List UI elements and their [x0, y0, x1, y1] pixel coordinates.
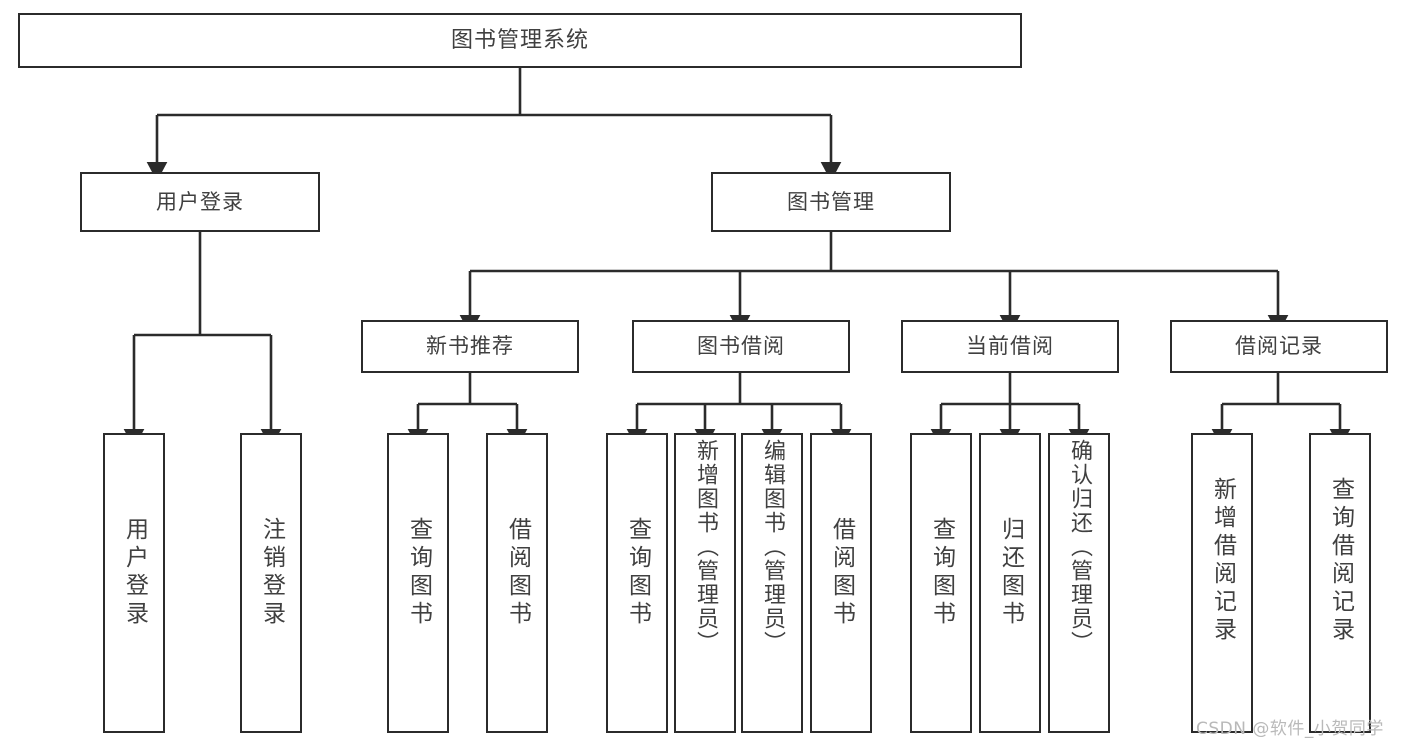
- node-label: 用户登录: [121, 517, 148, 629]
- node-label: 借阅记录: [1235, 334, 1323, 359]
- leaf-record-query-borrow-record[interactable]: 查询借阅记录: [1309, 433, 1371, 733]
- node-label: 查询借阅记录: [1327, 477, 1354, 645]
- node-label: 新增借阅记录: [1209, 477, 1236, 645]
- node-label: 确认归还（管理员）: [1067, 439, 1092, 655]
- node-new-book-recommend[interactable]: 新书推荐: [361, 320, 579, 373]
- node-label: 查询图书: [624, 517, 651, 629]
- node-label: 当前借阅: [966, 334, 1054, 359]
- node-label: 注销登录: [258, 517, 285, 629]
- leaf-current-return-book[interactable]: 归还图书: [979, 433, 1041, 733]
- node-label: 图书管理: [787, 189, 875, 214]
- node-label: 用户登录: [156, 189, 244, 214]
- node-label: 图书借阅: [697, 334, 785, 359]
- leaf-borrow-add-book-admin[interactable]: 新增图书（管理员）: [674, 433, 736, 733]
- node-label: 图书管理系统: [450, 27, 589, 53]
- node-label: 新书推荐: [426, 334, 514, 359]
- node-user-login[interactable]: 用户登录: [80, 172, 320, 232]
- leaf-record-add-borrow-record[interactable]: 新增借阅记录: [1191, 433, 1253, 733]
- node-borrow-record[interactable]: 借阅记录: [1170, 320, 1388, 373]
- node-book-borrow[interactable]: 图书借阅: [632, 320, 850, 373]
- node-label: 编辑图书（管理员）: [760, 439, 785, 655]
- leaf-user-login-logout[interactable]: 注销登录: [240, 433, 302, 733]
- node-label: 查询图书: [928, 517, 955, 629]
- node-label: 新增图书（管理员）: [693, 439, 718, 655]
- node-book-management[interactable]: 图书管理: [711, 172, 951, 232]
- leaf-current-confirm-return-admin[interactable]: 确认归还（管理员）: [1048, 433, 1110, 733]
- leaf-user-login-login[interactable]: 用户登录: [103, 433, 165, 733]
- node-label: 借阅图书: [828, 517, 855, 629]
- node-label: 归还图书: [997, 517, 1024, 629]
- watermark-text: CSDN @软件_小贺同学: [1196, 719, 1384, 739]
- node-label: 查询图书: [405, 517, 432, 629]
- leaf-borrow-borrow-book[interactable]: 借阅图书: [810, 433, 872, 733]
- leaf-current-query-book[interactable]: 查询图书: [910, 433, 972, 733]
- leaf-borrow-query-book[interactable]: 查询图书: [606, 433, 668, 733]
- node-current-borrow[interactable]: 当前借阅: [901, 320, 1119, 373]
- node-label: 借阅图书: [504, 517, 531, 629]
- leaf-new-book-borrow-book[interactable]: 借阅图书: [486, 433, 548, 733]
- leaf-new-book-query-book[interactable]: 查询图书: [387, 433, 449, 733]
- leaf-borrow-edit-book-admin[interactable]: 编辑图书（管理员）: [741, 433, 803, 733]
- node-root-book-management-system[interactable]: 图书管理系统: [18, 13, 1022, 68]
